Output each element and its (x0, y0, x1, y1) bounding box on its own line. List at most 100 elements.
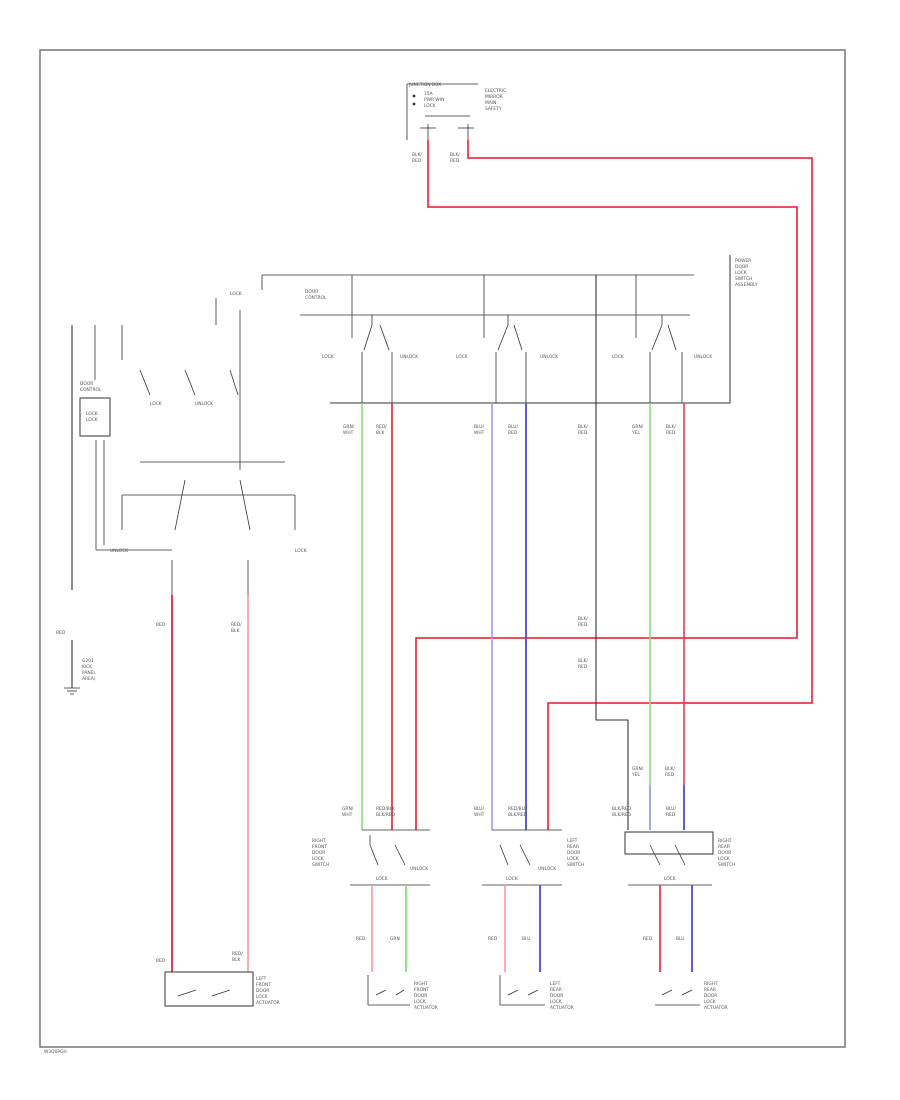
rr-act-3: DOOR (704, 993, 717, 999)
rf-sw-3: DOOR (312, 850, 325, 856)
right-front-actuator: RIGHT FRONT DOOR LOCK ACTUATOR (367, 975, 438, 1011)
lf-wire-a: RED (156, 622, 166, 628)
w2-b: BLK (376, 430, 384, 436)
sw3-l1: BLU/ (474, 806, 484, 812)
relay-inner-2: LOCK (86, 417, 98, 423)
psa-main-1: DOOR (305, 289, 318, 295)
switch-section-3: LOCK UNLOCK (612, 275, 712, 403)
assembly-output-wires (361, 275, 685, 830)
ground-4: AREA) (82, 676, 96, 682)
rr-top-a-2: YEL (631, 772, 640, 778)
left-switch-section: DOOR CONTROL LOCK LOCK LOCK UNLOCK UNLOC… (71, 298, 307, 595)
w6-b: YEL (631, 430, 640, 436)
psa-label-2: DOOR (735, 264, 748, 270)
fuse-block: JUNCTION BOX 15A PWR WIN LOCK ELECTRIC M… (406, 82, 506, 164)
ground-3: PANEL (82, 670, 96, 676)
lf-wire-a2: RED (156, 958, 166, 964)
rr-sw-4: LOCK (718, 856, 730, 862)
relay-label-2: CONTROL (80, 387, 102, 393)
fuse-wire-a-2: RED (412, 158, 422, 164)
switch-section-1: LOCK UNLOCK (322, 275, 418, 403)
fuse-line-3: LOCK (424, 103, 436, 109)
fuse-line-1: 15A (424, 91, 433, 97)
sw1-l2: WHT (342, 812, 353, 818)
relay-label-1: DOOR (80, 381, 93, 387)
w5-a: BLK/ (578, 424, 588, 430)
rf-sw-4: LOCK (312, 856, 324, 862)
sw1-l1: GRN/ (342, 806, 354, 812)
fuse-wire-a-1: BLK/ (412, 152, 422, 158)
rr-sw-5: SWITCH (718, 862, 735, 868)
sw5-l1: BLK/RED (612, 806, 632, 812)
fuse-title: JUNCTION BOX (408, 82, 441, 88)
ground-wire-label: RED (56, 630, 66, 636)
lr-door-switch: BLU/ WHT RED/BLU BLK/RED LEFT REAR DOOR … (474, 806, 584, 886)
ground-2: KICK (82, 664, 92, 670)
sw4-l2: BLK/RED (508, 812, 528, 818)
psa-main-2: CONTROL (305, 295, 327, 301)
rf-act-3: DOOR (414, 993, 427, 999)
left-front-actuator: LEFT FRONT DOOR LOCK ACTUATOR (164, 971, 280, 1007)
auto-lock-relay-box (79, 397, 111, 437)
lr-sw-lock: LOCK (506, 876, 518, 882)
lf-wire-b2-2: BLK (232, 957, 240, 963)
sw3-unlock: UNLOCK (694, 354, 712, 360)
mid-a-1: BLK/ (578, 616, 588, 622)
rf-door-switch: GRN/ WHT RED/BLK BLK/RED RIGHT FRONT DOO… (312, 806, 430, 886)
psa-lock-label: LOCK (230, 291, 242, 297)
fuse-wire-b-2: RED (450, 158, 460, 164)
sw2-l2: BLK/RED (376, 812, 396, 818)
ground-1: G201 (82, 658, 94, 664)
lr-sw-5: SWITCH (567, 862, 584, 868)
lr-sw-4: LOCK (567, 856, 579, 862)
lr-act-5: ACTUATOR (550, 1005, 574, 1011)
rf-act-5: ACTUATOR (414, 1005, 438, 1011)
rr-sw-3: DOOR (718, 850, 731, 856)
rf-act-4: LOCK (414, 999, 426, 1005)
unlock-label-left: UNLOCK (110, 548, 128, 554)
lr-act-1: LEFT (550, 981, 561, 987)
psa-label-3: LOCK (735, 270, 747, 276)
lf-act-1: LEFT (256, 976, 267, 982)
sw3-lock: LOCK (612, 354, 624, 360)
lr-sw-2: REAR (567, 844, 579, 850)
w4-b: RED (508, 430, 518, 436)
w7-a: BLK/ (666, 424, 676, 430)
fuse-line-2: PWR WIN (424, 97, 444, 103)
fuse-right-1: ELECTRIC (485, 88, 506, 94)
rr-top-a-1: GRN/ (632, 766, 644, 772)
left-lock-lbl: LOCK (150, 401, 162, 407)
psa-label-1: POWER (735, 258, 751, 264)
w4-a: BLU/ (508, 424, 518, 430)
lr-sw-3: DOOR (567, 850, 580, 856)
w7-b: RED (666, 430, 676, 436)
rf-sw-2: FRONT (312, 844, 327, 850)
actuator-wires: RED GRN RED BLU RED BLU (356, 885, 693, 972)
rf-act-b: GRN (390, 936, 400, 942)
lf-wire-b-2: BLK (231, 628, 239, 634)
rf-sw-unlock: UNLOCK (410, 866, 428, 872)
left-rear-actuator: LEFT REAR DOOR LOCK ACTUATOR (499, 975, 574, 1011)
rf-act-a: RED (356, 936, 366, 942)
rr-act-4: LOCK (704, 999, 716, 1005)
psa-label-4: SWITCH (735, 276, 752, 282)
rr-sw-lock: LOCK (664, 876, 676, 882)
assembly-wire-labels: GRN/ WHT RED/ BLK BLU/ WHT BLU/ RED BLK/… (343, 424, 676, 778)
left-unlock-lbl: UNLOCK (195, 401, 213, 407)
w1-a: GRN/ (343, 424, 355, 430)
mid-a-2: RED (578, 622, 588, 628)
fuse-feed-wires (415, 140, 813, 830)
rf-sw-lock: LOCK (376, 876, 388, 882)
w2-a: RED/ (376, 424, 387, 430)
diagram-id: W3Q0PGH (44, 1049, 67, 1055)
psa-label-5: ASSEMBLY (735, 282, 758, 288)
rr-act-1: RIGHT (704, 981, 718, 987)
rf-act-2: FRONT (414, 987, 429, 993)
rf-sw-5: SWITCH (312, 862, 329, 868)
lr-sw-unlock: UNLOCK (538, 866, 556, 872)
lr-sw-1: LEFT (567, 838, 578, 844)
rr-act-b: BLU (676, 936, 684, 942)
w1-b: WHT (343, 430, 354, 436)
rr-switch-box (624, 831, 714, 855)
